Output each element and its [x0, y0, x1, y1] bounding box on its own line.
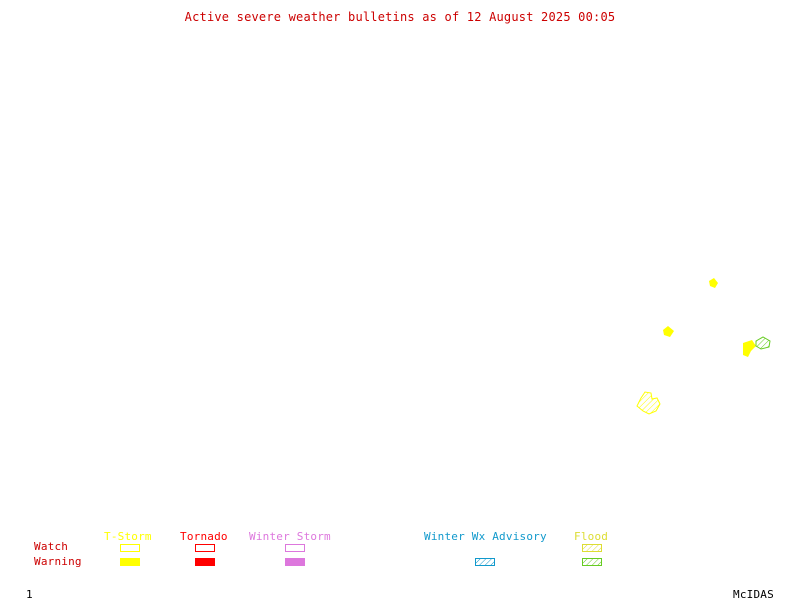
flood-watch-swatch	[582, 544, 602, 552]
mcidas-credit: McIDAS	[733, 588, 774, 601]
tornado-watch-swatch	[195, 544, 215, 552]
legend-flood-label: Flood	[574, 530, 609, 543]
winter-storm-watch-swatch	[285, 544, 305, 552]
flood-warning-swatch	[582, 558, 602, 566]
legend-winter-wx-advisory-label: Winter Wx Advisory	[424, 530, 547, 543]
tstorm-warning-area	[743, 340, 756, 357]
tstorm-watch-area	[636, 391, 661, 415]
tstorm-warning-swatch	[120, 558, 140, 566]
bulletin-title: Active severe weather bulletins as of 12…	[184, 10, 616, 24]
tstorm-warning-area	[709, 278, 718, 288]
winter-wx-advisory-swatch	[475, 558, 495, 566]
legend-tornado-label: Tornado	[180, 530, 228, 543]
tornado-warning-swatch	[195, 558, 215, 566]
legend-tstorm-label: T-Storm	[104, 530, 152, 543]
legend-winter-storm-label: Winter Storm	[249, 530, 331, 543]
winter-storm-warning-swatch	[285, 558, 305, 566]
warning-row-label: Warning	[34, 555, 82, 568]
frame-number: 1	[26, 588, 33, 601]
tstorm-watch-swatch	[120, 544, 140, 552]
flood-warning-area	[755, 336, 771, 350]
watch-row-label: Watch	[34, 540, 69, 553]
tstorm-warning-area	[663, 326, 674, 337]
